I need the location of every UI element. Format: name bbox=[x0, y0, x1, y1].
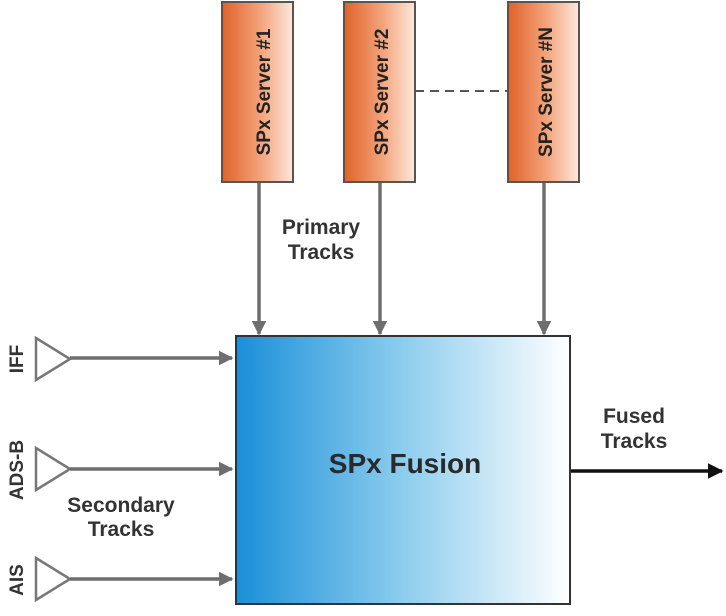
server-2-box bbox=[343, 1, 416, 183]
fused-tracks-label-line2: Tracks bbox=[601, 430, 668, 453]
server-1-box bbox=[221, 1, 294, 183]
primary-tracks-label-line1: Primary bbox=[282, 216, 361, 239]
antenna-icon bbox=[34, 335, 73, 383]
secondary-tracks-label-line2: Tracks bbox=[88, 518, 155, 541]
fusion-box bbox=[235, 335, 571, 605]
sensor-iff: IFF bbox=[7, 335, 234, 383]
sensor-ais: AIS bbox=[7, 555, 234, 603]
secondary-tracks-label-line1: Secondary bbox=[67, 494, 175, 517]
sensor-ais-label: AIS bbox=[7, 564, 28, 596]
server-n-box bbox=[507, 1, 580, 183]
server-n-label: SPx Server #N bbox=[536, 27, 557, 157]
server-2-label: SPx Server #2 bbox=[372, 29, 393, 156]
fused-tracks-label-line1: Fused bbox=[603, 405, 665, 428]
antenna-icon bbox=[34, 555, 73, 603]
server-1-label: SPx Server #1 bbox=[254, 28, 275, 155]
server-n: SPx Server #N bbox=[507, 1, 580, 183]
server-2: SPx Server #2 bbox=[343, 1, 416, 183]
sensor-adsb: ADS-B bbox=[7, 440, 234, 500]
fusion-label: SPx Fusion bbox=[329, 448, 481, 479]
primary-tracks-label-line2: Tracks bbox=[288, 241, 355, 264]
antenna-icon bbox=[34, 445, 73, 493]
sensor-iff-label: IFF bbox=[7, 345, 28, 374]
server-1: SPx Server #1 bbox=[221, 1, 294, 183]
sensor-adsb-label: ADS-B bbox=[7, 440, 28, 500]
